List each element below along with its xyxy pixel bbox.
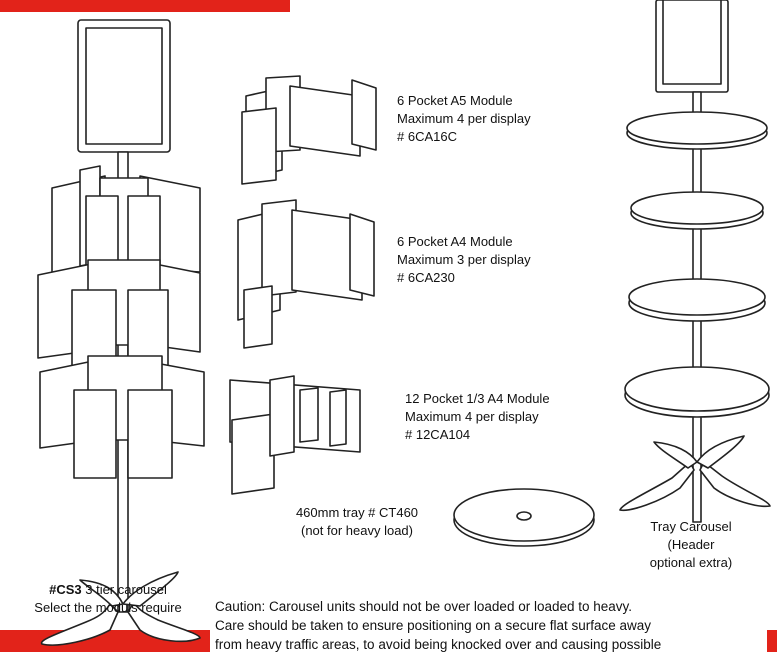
cs3-description: 3 tier carousel [81,582,167,597]
module-6ca230-illustration [238,200,374,348]
tray-carousel-header-note: (Header [667,537,715,552]
module-12ca104-max: Maximum 4 per display [405,409,539,424]
module-6ca230-label: 6 Pocket A4 Module Maximum 3 per display… [397,233,531,287]
module-6ca230-code: # 6CA230 [397,270,455,285]
caution-text: Caution: Carousel units should not be ov… [215,597,775,654]
module-12ca104-label: 12 Pocket 1/3 A4 Module Maximum 4 per di… [405,390,550,444]
caution-line-2: Care should be taken to ensure positioni… [215,618,652,633]
red-footer-bar-right [767,630,777,652]
module-6ca16c-illustration [242,76,376,184]
tray-carousel-optional-note: optional extra) [649,555,733,570]
module-12ca104-code: # 12CA104 [405,427,471,442]
cs3-carousel-illustration [38,20,204,645]
module-6ca16c-max: Maximum 4 per display [397,111,531,126]
tray-ct460-title: 460mm tray # CT460 [295,505,419,520]
caution-line-1: Caution: Carousel units should not be ov… [215,599,633,614]
module-6ca230-title: 6 Pocket A4 Module [397,234,513,249]
tray-ct460-illustration [454,489,594,546]
module-6ca16c-title: 6 Pocket A5 Module [397,93,513,108]
tray-carousel-label: Tray Carousel (Header optional extra) [630,518,752,572]
tray-ct460-label: 460mm tray # CT460 (not for heavy load) [282,504,432,540]
tray-carousel-title: Tray Carousel [650,519,732,534]
cs3-label: #CS3 3 tier carousel Select the moduls r… [8,581,208,617]
red-header-bar [0,0,290,12]
cs3-instruction: Select the moduls require [34,600,182,615]
module-12ca104-title: 12 Pocket 1/3 A4 Module [405,391,550,406]
cs3-title: #CS3 3 tier carousel [8,581,208,599]
module-6ca16c-label: 6 Pocket A5 Module Maximum 4 per display… [397,92,531,146]
cs3-code: #CS3 [49,582,82,597]
caution-line-3: from heavy traffic areas, to avoid being… [215,637,662,652]
module-12ca104-illustration [230,376,360,494]
tray-carousel-illustration [620,0,770,522]
module-6ca16c-code: # 6CA16C [397,129,457,144]
tray-ct460-note: (not for heavy load) [300,523,413,538]
module-6ca230-max: Maximum 3 per display [397,252,531,267]
